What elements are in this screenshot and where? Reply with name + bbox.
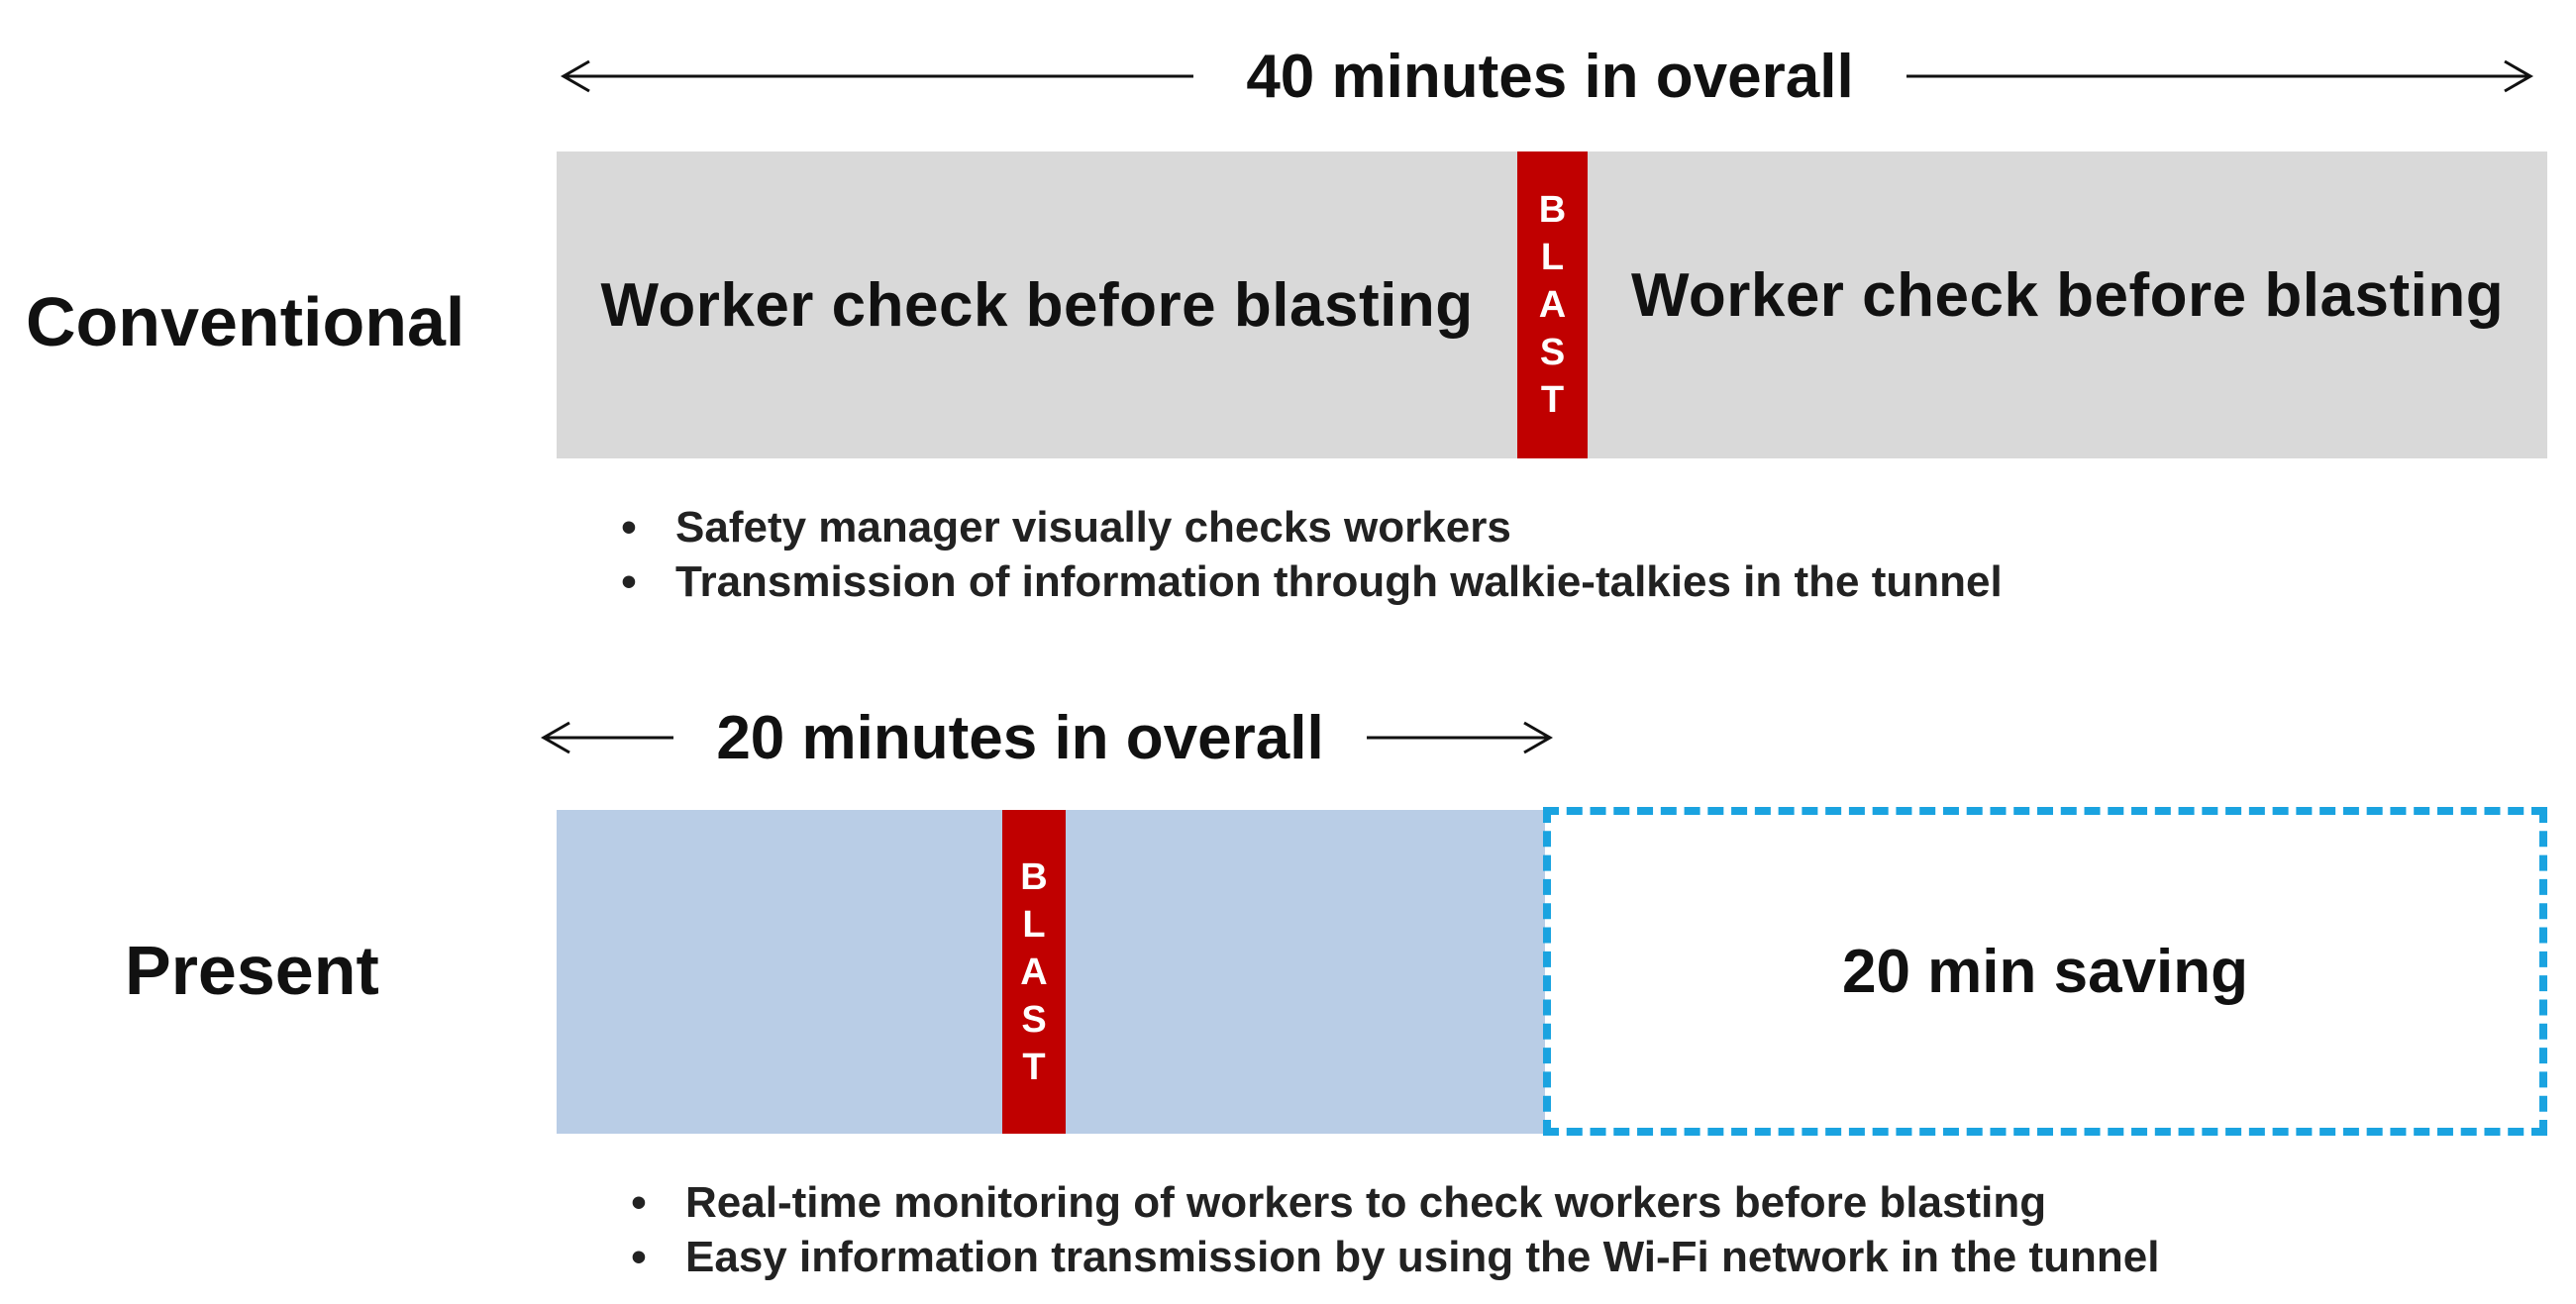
list-item: • Safety manager visually checks workers: [614, 500, 2003, 554]
conventional-segment-after: Worker check before blasting: [1630, 260, 2505, 330]
list-item: • Transmission of information through wa…: [614, 554, 2003, 609]
conventional-duration-span: 40 minutes in overall: [560, 42, 2535, 111]
conventional-duration-text: 40 minutes in overall: [1193, 42, 1906, 111]
conventional-label: Conventional: [26, 283, 465, 360]
conventional-notes: • Safety manager visually checks workers…: [614, 500, 2003, 609]
blast-letter: B: [1020, 855, 1048, 898]
blast-letter: T: [1022, 1046, 1046, 1088]
blast-letter: L: [1540, 237, 1565, 278]
blast-letter: S: [1021, 998, 1047, 1041]
conventional-segment-before: Worker check before blasting: [600, 270, 1474, 340]
present-label: Present: [125, 932, 379, 1009]
time-saving-box: 20 min saving: [1543, 807, 2547, 1136]
blast-letter: L: [1022, 903, 1046, 946]
present-notes: • Real-time monitoring of workers to che…: [624, 1175, 2159, 1284]
list-item: • Easy information transmission by using…: [624, 1230, 2159, 1284]
conventional-blast-marker: B L A S T: [1517, 151, 1588, 458]
note-text: Easy information transmission by using t…: [685, 1233, 2160, 1281]
note-text: Safety manager visually checks workers: [675, 503, 1511, 552]
blast-letter: S: [1539, 332, 1566, 373]
blast-letter: A: [1020, 951, 1048, 993]
bullet-icon: •: [631, 1233, 647, 1281]
bullet-icon: •: [621, 557, 637, 606]
time-saving-text: 20 min saving: [1841, 937, 2249, 1006]
present-duration-span: 20 minutes in overall: [540, 703, 1555, 772]
note-text: Real-time monitoring of workers to check…: [685, 1178, 2047, 1227]
blast-letter: T: [1540, 379, 1565, 421]
present-duration-text: 20 minutes in overall: [673, 703, 1367, 772]
bullet-icon: •: [631, 1178, 647, 1227]
note-text: Transmission of information through walk…: [675, 557, 2003, 606]
bullet-icon: •: [621, 503, 637, 552]
list-item: • Real-time monitoring of workers to che…: [624, 1175, 2159, 1230]
present-blast-marker: B L A S T: [1002, 810, 1066, 1134]
blast-letter: A: [1538, 284, 1567, 326]
blast-letter: B: [1538, 189, 1567, 231]
